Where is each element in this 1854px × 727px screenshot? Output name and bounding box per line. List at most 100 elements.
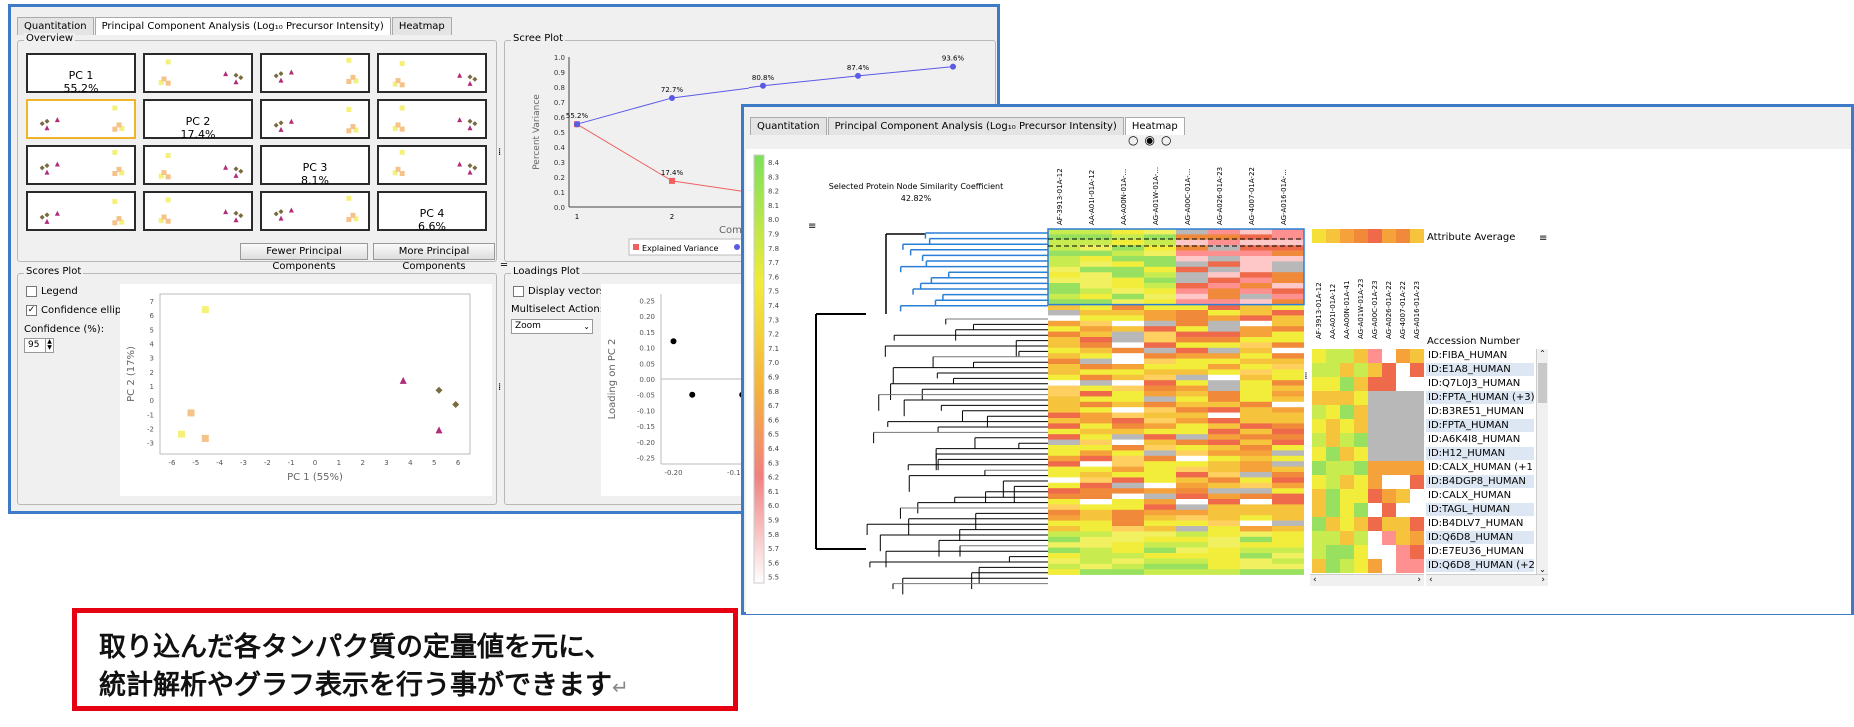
overview-scatter-thumb[interactable] <box>26 145 136 185</box>
overview-scatter-thumb[interactable] <box>377 53 487 93</box>
accession-row[interactable]: ID:FPTA_HUMAN (+3) <box>1426 391 1534 405</box>
tab-quantitation-2[interactable]: Quantitation <box>750 117 827 135</box>
heatmap-cell <box>1208 239 1240 246</box>
tab-pca-2[interactable]: Principal Component Analysis (Log₁₀ Prec… <box>827 117 1124 135</box>
fewer-components-button[interactable]: Fewer Principal Components <box>240 243 368 272</box>
legend-checkbox[interactable] <box>26 286 37 297</box>
menu-icon: ≡ <box>808 221 816 232</box>
multiselect-dropdown[interactable]: Zoom ⌄ <box>511 319 593 334</box>
overview-scatter-thumb[interactable] <box>377 99 487 139</box>
accession-row[interactable]: ID:CALX_HUMAN (+1) <box>1426 462 1534 475</box>
heatmap-cell <box>1208 569 1240 575</box>
radio-option-2[interactable]: ◉ <box>1144 133 1161 147</box>
accession-row[interactable]: ID:FPTA_HUMAN <box>1426 419 1534 433</box>
heatmap-cell <box>1144 499 1176 505</box>
detail-cell <box>1340 447 1354 461</box>
overview-scatter-thumb[interactable] <box>377 145 487 185</box>
heatmap-cell <box>1240 547 1272 554</box>
scroll-right-icon-2[interactable]: › <box>1541 575 1545 585</box>
accession-row[interactable]: ID:FIBA_HUMAN <box>1426 349 1534 363</box>
radio-option-1[interactable]: ○ <box>1128 133 1145 147</box>
heatmap-cell <box>1208 499 1240 505</box>
scale-tick: 8.4 <box>768 159 780 167</box>
scroll-left-icon-2[interactable]: ‹ <box>1429 575 1433 585</box>
scroll-right-icon[interactable]: › <box>1417 575 1421 585</box>
heatmap-cell <box>1112 450 1144 457</box>
pc-percent: 8.1% <box>301 174 329 187</box>
display-vectors-checkbox[interactable] <box>513 286 524 297</box>
accession-row[interactable]: ID:Q6D8_HUMAN <box>1426 531 1534 545</box>
heatmap-cell <box>1112 304 1144 311</box>
tab-heatmap-2[interactable]: Heatmap <box>1124 117 1185 135</box>
loadings-ytick: 0.25 <box>639 297 655 305</box>
overview-scatter-thumb[interactable] <box>26 191 136 231</box>
heatmap-cell <box>1048 542 1080 548</box>
detail-cell <box>1368 377 1382 391</box>
accession-scrollbar[interactable]: ⌃ ⌄ <box>1536 349 1548 574</box>
accession-row[interactable]: ID:Q7L0J3_HUMAN <box>1426 377 1534 391</box>
heatmap-cell <box>1176 385 1208 392</box>
heatmap-canvas[interactable]: 8.48.38.28.18.07.97.87.77.67.57.47.37.27… <box>746 149 1851 614</box>
accession-row[interactable]: ID:B4DLV7_HUMAN <box>1426 517 1534 531</box>
overview-scatter-thumb[interactable] <box>143 53 253 93</box>
overview-scatter-thumb[interactable] <box>260 191 370 231</box>
overview-scatter-thumb[interactable] <box>26 99 136 139</box>
accession-row[interactable]: ID:TAGL_HUMAN <box>1426 503 1534 517</box>
detail-cell <box>1396 405 1410 419</box>
heatmap-cell <box>1144 434 1176 440</box>
accession-row[interactable]: ID:CALX_HUMAN <box>1426 489 1534 503</box>
scroll-up-icon[interactable]: ⌃ <box>1539 349 1546 358</box>
splitter-handle[interactable]: ⁞ <box>498 147 502 158</box>
heatmap-cell <box>1112 288 1144 295</box>
detail-cell <box>1354 391 1368 405</box>
overview-scatter-thumb[interactable] <box>143 191 253 231</box>
overview-scatter-thumb[interactable] <box>260 99 370 139</box>
horizontal-scrollbar[interactable]: ‹ › <box>1310 574 1424 586</box>
scroll-thumb[interactable] <box>1538 363 1547 403</box>
confidence-spinner[interactable]: 95 ▲▼ <box>24 338 54 353</box>
accession-row[interactable]: ID:B4DGP8_HUMAN <box>1426 475 1534 489</box>
accession-row[interactable]: ID:Q6D8_HUMAN (+2) <box>1426 559 1534 573</box>
heatmap-cell <box>1112 342 1144 349</box>
accession-row[interactable]: ID:B3RE51_HUMAN <box>1426 405 1534 419</box>
more-components-button[interactable]: More Principal Components <box>373 243 495 272</box>
heatmap-cell <box>1208 358 1240 365</box>
overview-title: Overview <box>24 33 76 44</box>
heatmap-cell <box>1112 553 1144 559</box>
scores-ytick: 4 <box>150 341 155 349</box>
overview-scatter-thumb[interactable] <box>143 145 253 185</box>
tab-pca[interactable]: Principal Component Analysis (Log₁₀ Prec… <box>94 17 391 35</box>
chevron-down-icon[interactable]: ⌄ <box>583 322 590 331</box>
thumb-point <box>467 169 473 175</box>
overview-scatter-thumb[interactable] <box>260 53 370 93</box>
horizontal-splitter[interactable]: ═ <box>501 260 508 271</box>
heatmap-cell <box>1080 229 1112 235</box>
heatmap-cell <box>1048 304 1080 311</box>
scroll-left-icon[interactable]: ‹ <box>1313 575 1317 585</box>
loadings-ytick: -0.15 <box>637 423 655 431</box>
accession-row[interactable]: ID:E1A8_HUMAN <box>1426 363 1534 377</box>
spinner-arrows-icon[interactable]: ▲▼ <box>45 339 53 352</box>
tab-heatmap[interactable]: Heatmap <box>391 17 452 35</box>
splitter-handle-2[interactable]: ⁞ <box>498 382 502 393</box>
horizontal-scrollbar-2[interactable]: ‹ › <box>1426 574 1548 586</box>
tab-quantitation[interactable]: Quantitation <box>17 17 94 35</box>
heatmap-cell <box>1144 472 1176 478</box>
confidence-ellipses-checkbox[interactable]: ✓ <box>26 305 37 316</box>
accession-row[interactable]: ID:H12_HUMAN <box>1426 447 1534 461</box>
heatmap-cell <box>1112 277 1144 284</box>
radio-option-3[interactable]: ○ <box>1160 133 1178 147</box>
accession-row[interactable]: ID:E7EU36_HUMAN <box>1426 545 1534 559</box>
heatmap-cell <box>1240 553 1272 559</box>
heatmap-cell <box>1080 380 1112 386</box>
heatmap-cell <box>1048 342 1080 349</box>
accession-row[interactable]: ID:A6K4I8_HUMAN <box>1426 433 1534 447</box>
scroll-down-icon[interactable]: ⌄ <box>1539 565 1546 574</box>
heatmap-cell <box>1176 342 1208 349</box>
